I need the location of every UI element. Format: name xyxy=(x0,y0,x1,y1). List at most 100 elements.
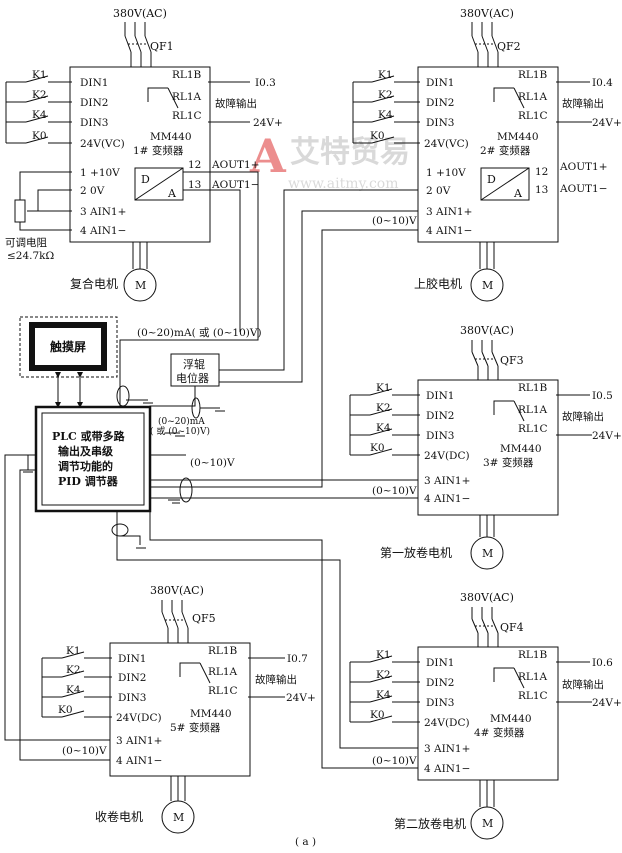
svg-text:DIN2: DIN2 xyxy=(426,97,454,109)
svg-text:可调电阻: 可调电阻 xyxy=(5,236,47,249)
svg-text:K0: K0 xyxy=(32,130,47,142)
svg-text:RL1C: RL1C xyxy=(518,423,548,435)
figure-caption: ( a ) xyxy=(295,836,316,848)
svg-text:K4: K4 xyxy=(66,684,81,696)
svg-text:K1: K1 xyxy=(376,649,391,661)
svg-text:收卷电机: 收卷电机 xyxy=(95,809,143,824)
svg-text:DIN1: DIN1 xyxy=(426,657,454,669)
vfd4-labels: K1 K2 K4 K0 DIN1 DIN2 DIN3 24V(DC) MM440… xyxy=(370,649,622,831)
svg-text:RL1A: RL1A xyxy=(518,404,548,416)
svg-text:DIN2: DIN2 xyxy=(80,97,108,109)
svg-text:A: A xyxy=(513,187,523,200)
svg-text:DIN2: DIN2 xyxy=(426,410,454,422)
svg-text:K1: K1 xyxy=(376,382,391,394)
svg-text:I0.4: I0.4 xyxy=(592,77,613,89)
svg-text:DIN1: DIN1 xyxy=(80,77,108,89)
svg-text:K1: K1 xyxy=(66,645,81,657)
svg-text:K4: K4 xyxy=(376,689,391,701)
relays xyxy=(147,81,592,703)
qf5-lines xyxy=(161,600,189,643)
svg-text:24V+: 24V+ xyxy=(592,697,622,709)
svg-text:≤24.7kΩ: ≤24.7kΩ xyxy=(7,250,55,262)
vfd4-switches xyxy=(349,655,420,723)
svg-text:K4: K4 xyxy=(378,109,393,121)
svg-text:(0~10)V: (0~10)V xyxy=(62,745,107,757)
svg-text:输出及串级: 输出及串级 xyxy=(58,444,114,458)
svg-text:RL1A: RL1A xyxy=(208,666,238,678)
svg-text:M: M xyxy=(482,817,493,830)
touch-label: 触摸屏 xyxy=(50,339,86,354)
svg-text:1 +10V: 1 +10V xyxy=(426,167,466,179)
touch-frame xyxy=(29,322,107,371)
svg-text:第一放卷电机: 第一放卷电机 xyxy=(380,545,452,560)
svg-text:故障输出: 故障输出 xyxy=(562,97,604,110)
svg-text:K2: K2 xyxy=(66,664,81,676)
svg-text:DIN3: DIN3 xyxy=(426,117,454,129)
svg-text:DIN1: DIN1 xyxy=(426,77,454,89)
svg-text:故障输出: 故障输出 xyxy=(255,673,297,686)
svg-text:AOUT1+: AOUT1+ xyxy=(559,161,608,173)
frames xyxy=(4,22,592,840)
svg-text:3 AIN1+: 3 AIN1+ xyxy=(424,475,470,487)
svg-text:DIN3: DIN3 xyxy=(426,430,454,442)
svg-text:24V+: 24V+ xyxy=(253,117,283,129)
float-label-2: 电位器 xyxy=(176,371,209,385)
svg-text:24V(DC): 24V(DC) xyxy=(116,712,162,724)
vfd5-qf: QF5 xyxy=(192,612,216,625)
svg-text:故障输出: 故障输出 xyxy=(562,410,604,423)
qf3-lines xyxy=(471,340,499,380)
svg-text:24V(DC): 24V(DC) xyxy=(424,450,470,462)
svg-text:M: M xyxy=(173,811,184,824)
svg-text:3 AIN1+: 3 AIN1+ xyxy=(424,743,470,755)
svg-text:24V+: 24V+ xyxy=(592,117,622,129)
vfd1-da xyxy=(134,167,184,201)
vfd1-switches xyxy=(5,75,72,144)
svg-text:12: 12 xyxy=(188,159,201,171)
svg-text:3 AIN1+: 3 AIN1+ xyxy=(80,206,126,218)
svg-text:AOUT1−: AOUT1− xyxy=(559,183,608,195)
svg-text:24V(VC): 24V(VC) xyxy=(80,138,125,150)
svg-text:I0.5: I0.5 xyxy=(592,390,613,402)
svg-text:K0: K0 xyxy=(370,709,385,721)
svg-text:4 AIN1−: 4 AIN1− xyxy=(80,225,126,237)
svg-text:复合电机: 复合电机 xyxy=(70,276,118,291)
svg-text:DIN2: DIN2 xyxy=(118,672,146,684)
svg-text:24V(VC): 24V(VC) xyxy=(424,138,469,150)
float-label-1: 浮辊 xyxy=(183,357,205,371)
svg-text:RL1B: RL1B xyxy=(518,382,548,394)
svg-text:MM440: MM440 xyxy=(190,708,232,720)
vfd2-da xyxy=(480,167,530,201)
signal-ma-small-2: ( 或 (0~10)V) xyxy=(150,425,210,437)
svg-text:3# 变频器: 3# 变频器 xyxy=(483,456,534,469)
svg-text:DIN3: DIN3 xyxy=(80,117,108,129)
signal-wires xyxy=(4,171,418,769)
svg-text:RL1B: RL1B xyxy=(518,69,548,81)
svg-text:(0~10)V: (0~10)V xyxy=(372,215,417,227)
svg-text:RL1A: RL1A xyxy=(518,671,548,683)
vfd2-qf: QF2 xyxy=(497,40,521,53)
svg-text:第二放卷电机: 第二放卷电机 xyxy=(394,816,466,831)
svg-text:4 AIN1−: 4 AIN1− xyxy=(424,493,470,505)
svg-text:5# 变频器: 5# 变频器 xyxy=(170,721,221,734)
svg-text:RL1A: RL1A xyxy=(172,91,202,103)
svg-text:24V(DC): 24V(DC) xyxy=(424,717,470,729)
vfd4-qf: QF4 xyxy=(500,621,524,634)
svg-text:I0.6: I0.6 xyxy=(592,657,613,669)
svg-text:24V+: 24V+ xyxy=(286,692,316,704)
svg-text:2# 变频器: 2# 变频器 xyxy=(480,144,531,157)
svg-text:故障输出: 故障输出 xyxy=(215,97,257,110)
vfd5-box xyxy=(109,642,251,777)
vfd1-qf: QF1 xyxy=(150,40,174,53)
vfd3-labels: K1 K2 K4 K0 DIN1 DIN2 DIN3 24V(DC) MM440… xyxy=(370,382,622,560)
svg-text:M: M xyxy=(482,279,493,292)
svg-text:(0~10)V: (0~10)V xyxy=(372,755,417,767)
vfd5-labels: K1 K2 K4 K0 DIN1 DIN2 DIN3 24V(DC) MM440… xyxy=(58,645,316,824)
svg-text:K1: K1 xyxy=(378,69,393,81)
svg-text:RL1C: RL1C xyxy=(518,690,548,702)
svg-text:K2: K2 xyxy=(376,669,391,681)
svg-text:12: 12 xyxy=(535,166,548,178)
svg-text:K2: K2 xyxy=(32,89,47,101)
vfd3-qf: QF3 xyxy=(500,354,524,367)
svg-text:PLC 或带多路: PLC 或带多路 xyxy=(52,429,126,443)
svg-text:AOUT1+: AOUT1+ xyxy=(211,159,260,171)
